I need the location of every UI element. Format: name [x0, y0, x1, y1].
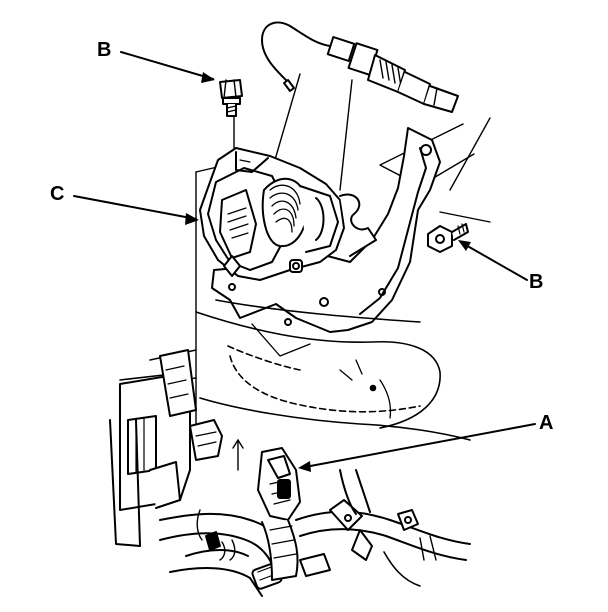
bolt-b-top — [219, 79, 243, 117]
callout-label-c: C — [50, 183, 65, 205]
callout-label-a: A — [539, 412, 554, 434]
callout-label-b-right: B — [529, 271, 544, 293]
connector-a — [257, 447, 301, 581]
leader-line-b-right — [458, 240, 528, 281]
engine-housing — [109, 349, 197, 547]
callout-label-b-top: B — [97, 39, 112, 61]
sensor-module-c — [199, 147, 377, 281]
hose-assembly — [295, 469, 471, 587]
harness-clip — [189, 419, 223, 551]
bolt-b-right — [427, 223, 469, 253]
leader-line-a — [298, 423, 536, 472]
leader-line-b-top — [120, 51, 215, 83]
leader-line-c — [73, 195, 199, 225]
oxygen-sensor — [261, 21, 459, 113]
